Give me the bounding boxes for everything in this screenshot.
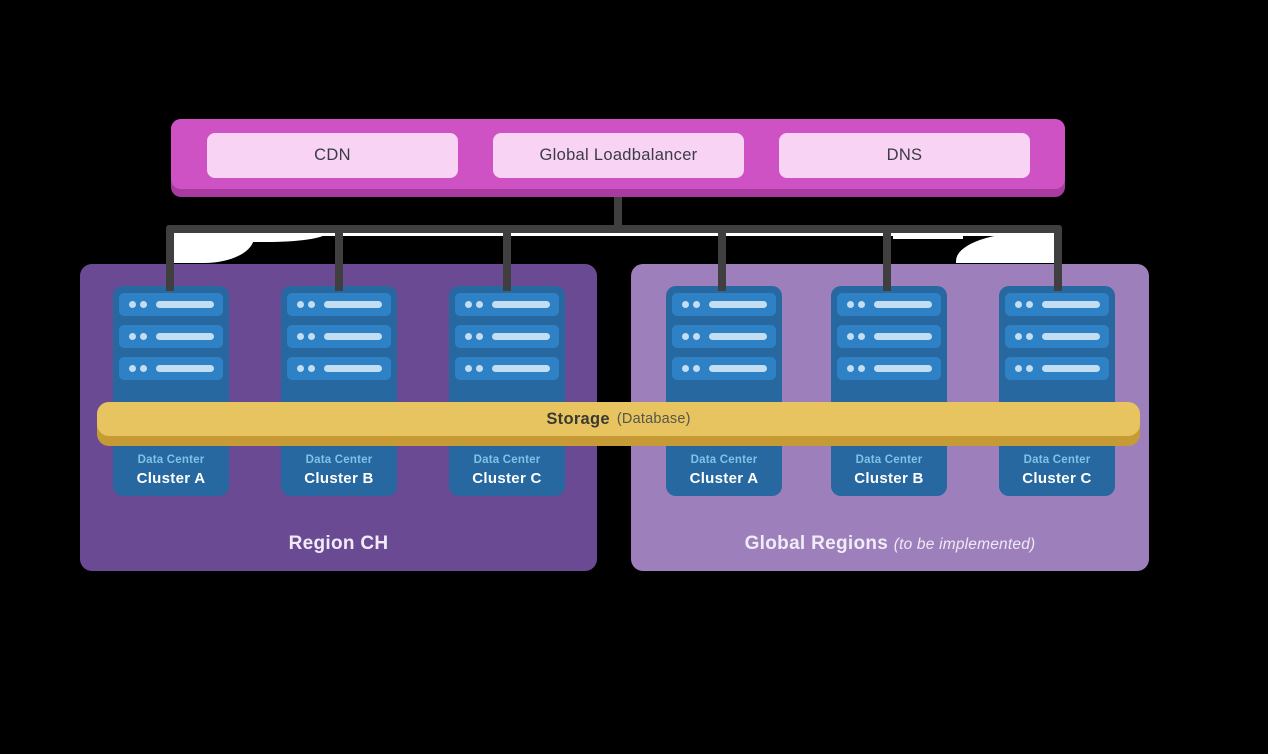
background-artifact xyxy=(174,233,326,242)
data-center-type: Data Center xyxy=(473,454,541,466)
server-unit-icon xyxy=(455,293,559,316)
server-unit-icon xyxy=(1005,325,1109,348)
region-title: Global Regions xyxy=(744,533,889,554)
cdn-label: CDN xyxy=(314,146,351,164)
global-loadbalancer-label: Global Loadbalancer xyxy=(539,146,698,164)
cluster-labels: Data Center Cluster A xyxy=(113,454,229,487)
edge-services-bar: CDN Global Loadbalancer DNS xyxy=(171,119,1065,197)
server-unit-icon xyxy=(119,293,223,316)
connector-drop-line xyxy=(718,229,726,291)
connector-drop-line xyxy=(503,229,511,291)
dns-node: DNS xyxy=(779,133,1030,178)
connector-drop-line xyxy=(166,229,174,291)
server-rack-icon xyxy=(287,293,391,380)
server-unit-icon xyxy=(287,293,391,316)
data-center-type: Data Center xyxy=(137,454,205,466)
cluster-card-ch-a: Data Center Cluster A xyxy=(113,286,229,496)
server-unit-icon xyxy=(455,325,559,348)
cluster-card-global-c: Data Center Cluster C xyxy=(999,286,1115,496)
server-unit-icon xyxy=(1005,357,1109,380)
connector-drop-line xyxy=(883,229,891,291)
cluster-card-ch-b: Data Center Cluster B xyxy=(281,286,397,496)
server-rack-icon xyxy=(455,293,559,380)
cluster-name: Cluster C xyxy=(1022,470,1092,487)
cluster-name: Cluster A xyxy=(689,470,759,487)
connector-horizontal-line xyxy=(166,225,1062,233)
data-center-type: Data Center xyxy=(1023,454,1091,466)
server-unit-icon xyxy=(119,357,223,380)
server-rack-icon xyxy=(119,293,223,380)
server-rack-icon xyxy=(672,293,776,380)
cluster-labels: Data Center Cluster A xyxy=(666,454,782,487)
storage-bar: Storage (Database) xyxy=(97,402,1140,446)
background-artifact xyxy=(956,233,1056,263)
data-center-type: Data Center xyxy=(305,454,373,466)
background-artifact xyxy=(893,233,963,239)
server-unit-icon xyxy=(1005,293,1109,316)
cluster-name: Cluster B xyxy=(854,470,924,487)
edge-services-bar-face: CDN Global Loadbalancer DNS xyxy=(171,119,1065,189)
cluster-name: Cluster A xyxy=(136,470,206,487)
cluster-labels: Data Center Cluster C xyxy=(999,454,1115,487)
data-center-type: Data Center xyxy=(690,454,758,466)
server-unit-icon xyxy=(455,357,559,380)
server-unit-icon xyxy=(119,325,223,348)
connector-drop-line xyxy=(1054,229,1062,291)
storage-title: Storage xyxy=(546,409,610,428)
server-rack-icon xyxy=(837,293,941,380)
server-unit-icon xyxy=(837,325,941,348)
data-center-type: Data Center xyxy=(855,454,923,466)
region-note: (to be implemented) xyxy=(893,536,1036,553)
cluster-labels: Data Center Cluster B xyxy=(281,454,397,487)
server-unit-icon xyxy=(287,325,391,348)
dns-label: DNS xyxy=(886,146,923,164)
region-ch-label: Region CH xyxy=(80,533,597,555)
cluster-labels: Data Center Cluster C xyxy=(449,454,565,487)
cluster-name: Cluster B xyxy=(304,470,374,487)
global-loadbalancer-node: Global Loadbalancer xyxy=(493,133,744,178)
server-rack-icon xyxy=(1005,293,1109,380)
server-unit-icon xyxy=(672,293,776,316)
server-unit-icon xyxy=(287,357,391,380)
cluster-labels: Data Center Cluster B xyxy=(831,454,947,487)
cluster-card-global-b: Data Center Cluster B xyxy=(831,286,947,496)
storage-subtitle: (Database) xyxy=(616,411,691,427)
cluster-card-global-a: Data Center Cluster A xyxy=(666,286,782,496)
connector-trunk-line xyxy=(614,196,622,229)
server-unit-icon xyxy=(837,293,941,316)
server-unit-icon xyxy=(672,325,776,348)
region-title: Region CH xyxy=(288,533,389,554)
region-global-label: Global Regions (to be implemented) xyxy=(631,533,1149,555)
connector-drop-line xyxy=(335,229,343,291)
cdn-node: CDN xyxy=(207,133,458,178)
server-unit-icon xyxy=(837,357,941,380)
storage-bar-face: Storage (Database) xyxy=(97,402,1140,436)
background-artifact xyxy=(176,233,1052,236)
cluster-name: Cluster C xyxy=(472,470,542,487)
cluster-card-ch-c: Data Center Cluster C xyxy=(449,286,565,496)
server-unit-icon xyxy=(672,357,776,380)
